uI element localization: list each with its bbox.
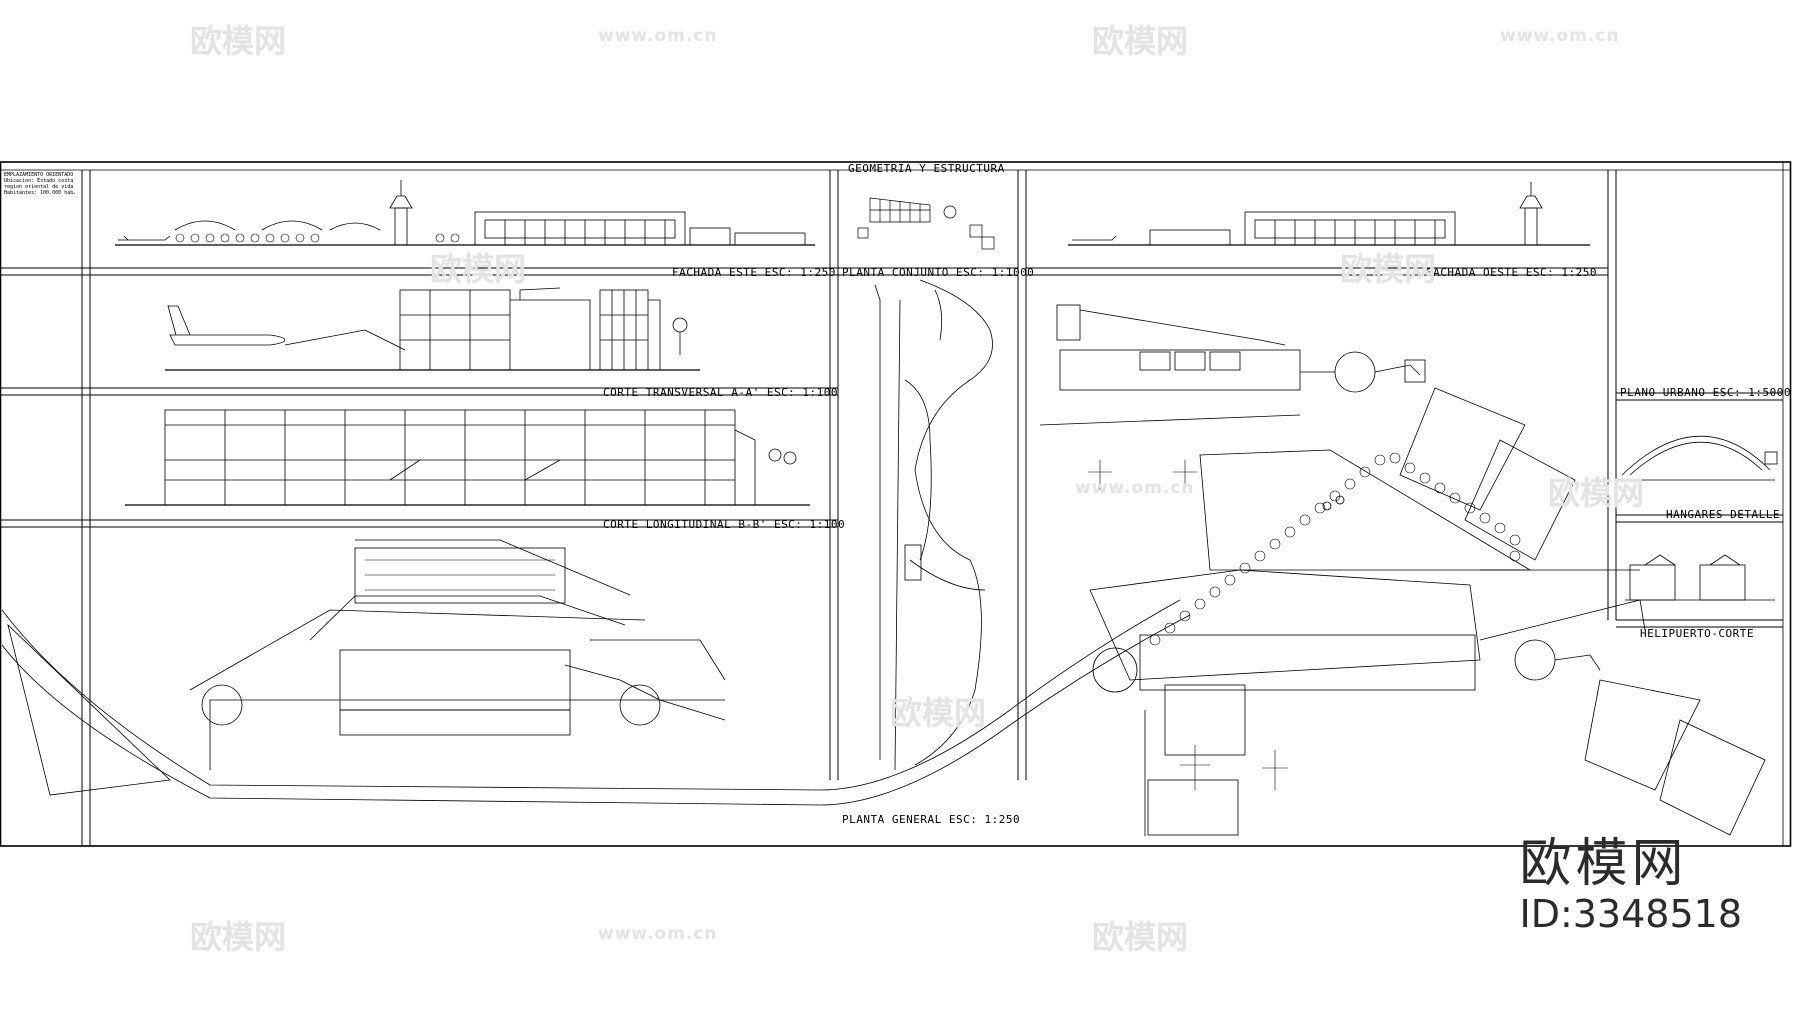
helipuerto-drawing (1625, 554, 1775, 601)
watermark-logo: 欧模网 (1092, 22, 1189, 60)
watermark-url: www.om.cn (1500, 26, 1620, 46)
brand-name: 欧模网 (1519, 834, 1688, 894)
corte-longitudinal-drawing (125, 409, 810, 506)
fachada-este-drawing (115, 180, 815, 246)
tree-ring (1149, 452, 1521, 646)
watermark-logo: 欧模网 (1092, 918, 1189, 956)
fachada-este-title: FACHADA ESTE ESC: 1:250 (672, 266, 836, 279)
brand-id: ID:3348518 (1519, 892, 1742, 936)
watermark-url: www.om.cn (598, 924, 718, 944)
corte-longitudinal-title: CORTE LONGITUDINAL B-B' ESC: 1:100 (603, 518, 846, 531)
fachada-oeste-title: FACHADA OESTE ESC: 1:250 (1426, 266, 1597, 279)
watermark-url: www.om.cn (1075, 478, 1195, 498)
plano-urbano-title: PLANO URBANO ESC: 1:5000 (1620, 386, 1791, 399)
aircraft-stands (1088, 460, 1288, 790)
watermark-logo: 欧模网 (1340, 250, 1437, 288)
sheet-frame (0, 161, 1792, 847)
fachada-oeste-drawing (1068, 182, 1590, 246)
corte-transversal-drawing (165, 287, 700, 371)
planta-conjunto-drawing (874, 279, 993, 771)
watermark-logo: 欧模网 (430, 250, 527, 288)
tree-row (175, 233, 460, 243)
geometria-title: GEOMETRIA Y ESTRUCTURA (848, 162, 1005, 175)
hangares-drawing (1620, 435, 1778, 481)
watermark-logo: 欧模网 (190, 918, 287, 956)
watermark-logo: 欧模网 (890, 694, 987, 732)
car-park-grid (365, 559, 555, 591)
planta-general-drawing (1, 539, 1191, 806)
geometria-drawing (857, 197, 995, 250)
helipuerto-title: HELIPUERTO-CORTE (1640, 627, 1754, 640)
planta-conjunto-title: PLANTA CONJUNTO ESC: 1:1000 (842, 266, 1035, 279)
watermark-url: www.om.cn (598, 26, 718, 46)
watermark-logo: 欧模网 (1548, 474, 1645, 512)
hangares-title: HANGARES-DETALLE (1666, 508, 1780, 521)
site-note: EMPLAZAMIENTO ORIENTADO Ubicacion: Estad… (4, 172, 77, 196)
watermark-logo: 欧模网 (190, 22, 287, 60)
planta-general-title: PLANTA GENERAL ESC: 1:250 (842, 813, 1021, 826)
corte-transversal-title: CORTE TRANSVERSAL A-A' ESC: 1:100 (603, 386, 839, 399)
terminal-master-plan (1039, 304, 1766, 836)
brand-block: 欧模网 ID:3348518 (1519, 836, 1742, 936)
